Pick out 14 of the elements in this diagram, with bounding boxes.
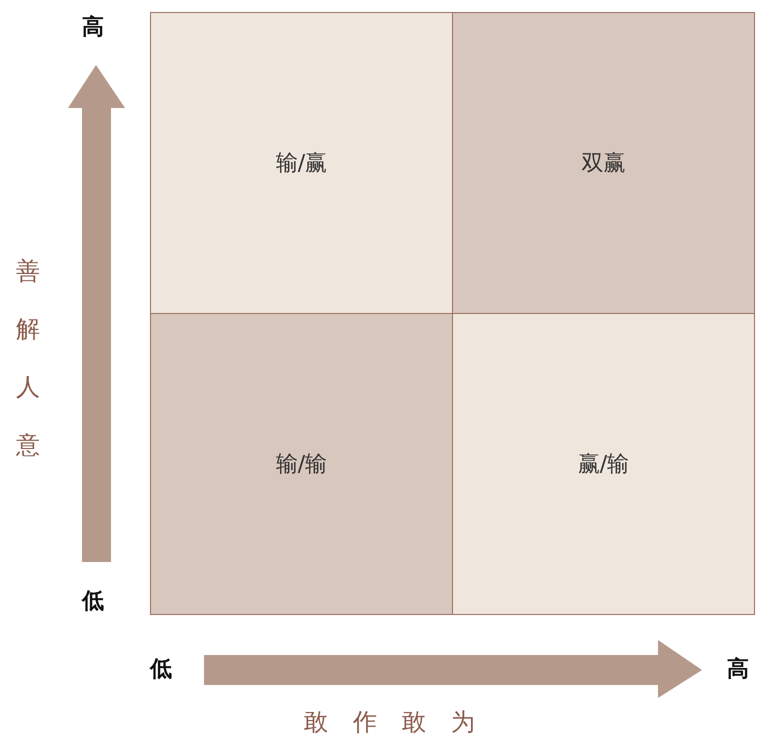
quadrant-box [150,12,453,314]
quadrant-box [452,313,755,615]
axis-title: 敢作敢为 [304,707,500,738]
quadrant-label: 输/赢 [276,150,328,178]
axis-level-label: 低 [150,656,172,684]
axis-level-label: 高 [82,14,104,42]
quadrant-label: 输/输 [276,451,328,479]
quadrant-box [452,12,755,314]
quadrant-label: 双赢 [582,150,626,178]
axis-title: 善解人意 [16,256,41,461]
axis-level-label: 低 [82,588,104,616]
quadrant-label: 赢/输 [578,451,630,479]
quadrant-box [150,313,453,615]
axis-level-label: 高 [727,656,749,684]
